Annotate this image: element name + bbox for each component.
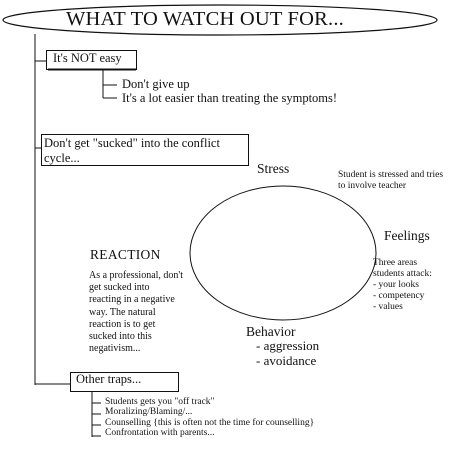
conflict-cycle-circle — [189, 185, 377, 321]
section1-point-2: It's a lot easier than treating the symp… — [122, 91, 338, 105]
section3-box — [70, 372, 179, 392]
cycle-feelings-note: Three areas students attack: - your look… — [373, 258, 432, 313]
title-ellipse — [2, 4, 438, 36]
cycle-behavior-label: Behavior — [246, 324, 296, 339]
section1-label: It's NOT easy — [53, 51, 122, 65]
cycle-stress-label: Stress — [257, 161, 290, 176]
cycle-stress-note: Student is stressed and tries to involve… — [338, 170, 444, 191]
feelings-note-line: - competency — [373, 291, 425, 301]
trap-item: Students gets you "off track" — [105, 397, 215, 407]
reaction-heading: REACTION — [90, 247, 161, 262]
section3-points: Students gets you "off track" Moralizing… — [105, 397, 314, 439]
behavior-item: - avoidance — [256, 352, 317, 368]
page-title: WHAT TO WATCH OUT FOR... — [66, 8, 344, 30]
trap-item: Confrontation with parents... — [105, 428, 215, 439]
feelings-note-line: students attack: — [373, 269, 432, 279]
feelings-note-line: - your looks — [373, 280, 419, 290]
trap-item: Counselling {this is often not the time … — [105, 417, 315, 428]
feelings-note-line: - values — [373, 302, 403, 312]
feelings-note-line: Three areas — [373, 258, 418, 268]
reaction-note: As a professional, don't get sucked into… — [89, 270, 184, 355]
trap-item: Moralizing/Blaming/... — [105, 407, 193, 418]
section3-label: Other traps... — [76, 372, 142, 386]
section2-box — [41, 134, 249, 166]
behavior-item: - aggression — [256, 338, 320, 353]
cycle-feelings-label: Feelings — [384, 228, 430, 243]
section2-label: Don't get "sucked" into the conflict cyc… — [44, 136, 220, 165]
section1-point-1: Don't give up — [122, 77, 190, 91]
cycle-behavior-list: - aggression - avoidance — [256, 338, 320, 368]
